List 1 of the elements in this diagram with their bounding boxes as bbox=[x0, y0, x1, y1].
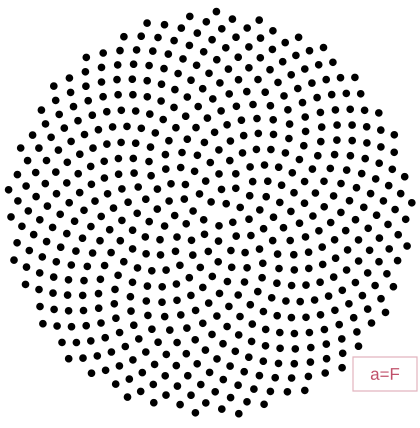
formula-box: a=F bbox=[352, 356, 418, 392]
